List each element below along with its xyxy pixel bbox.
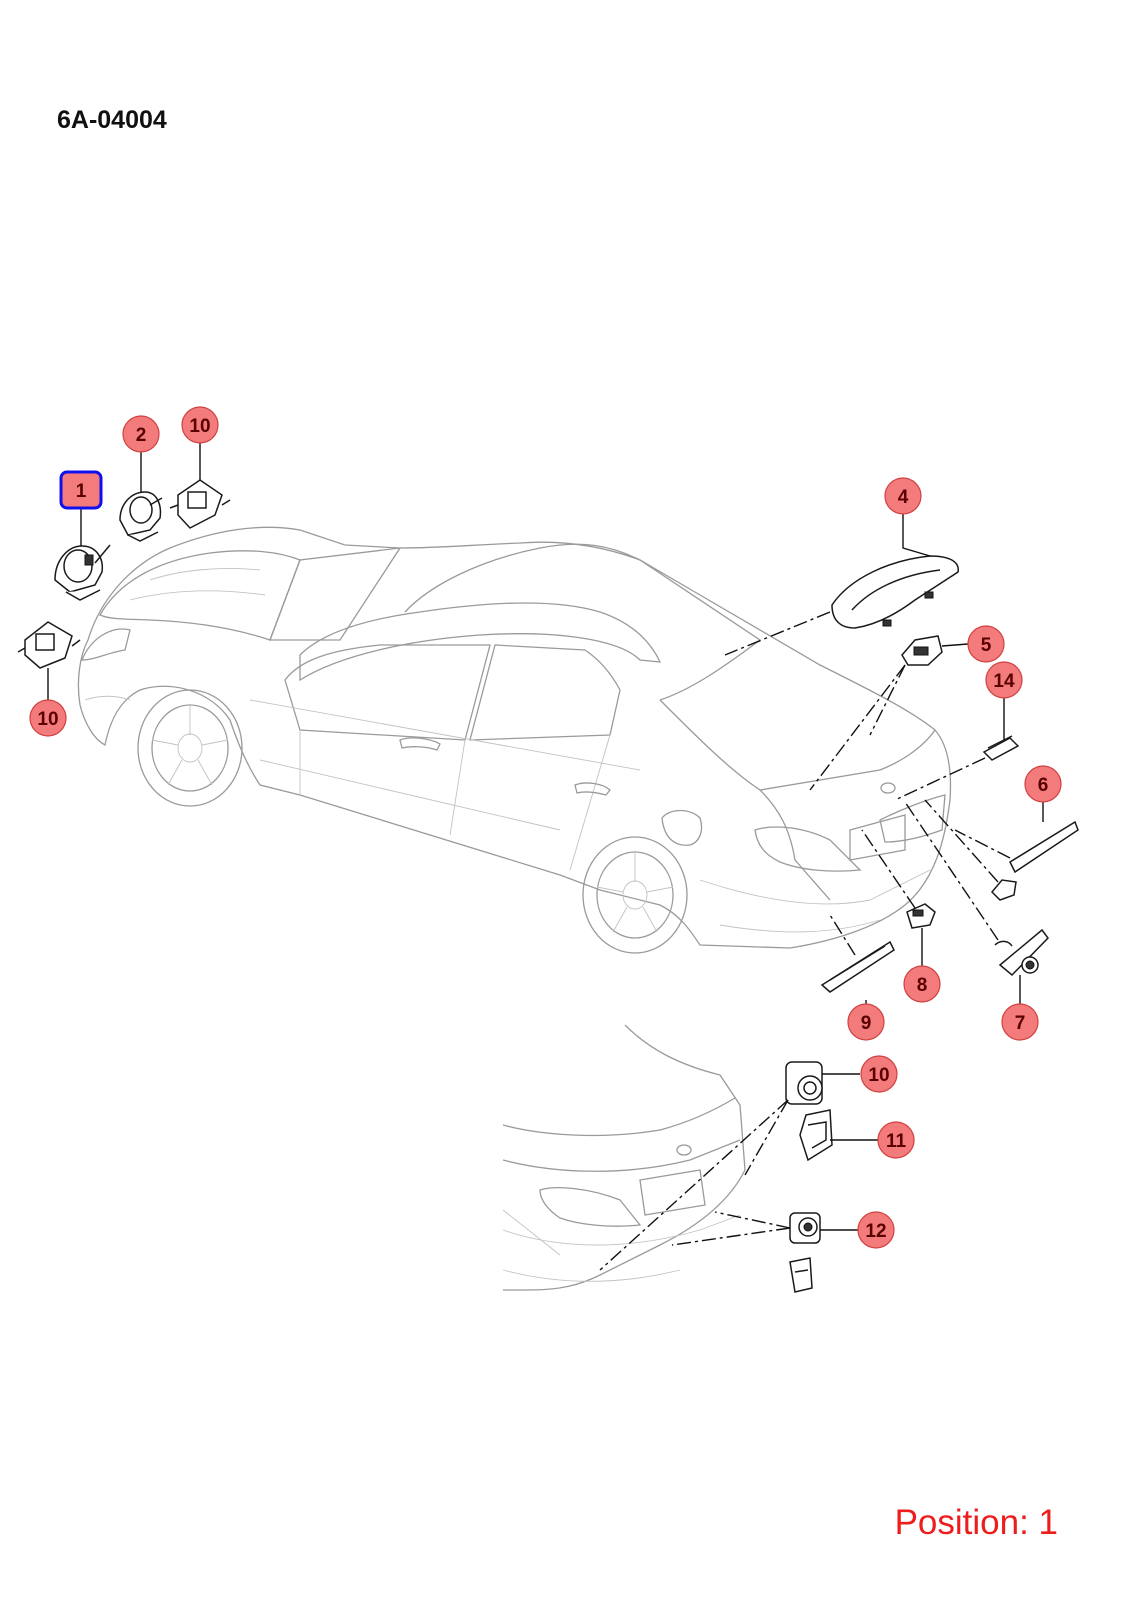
callout-circle [847,1003,885,1041]
callout-label: 8 [917,975,928,996]
callout-8[interactable]: 8 [903,965,941,1003]
part-6-reflector[interactable] [1009,820,1079,874]
callout-label: 9 [861,1013,872,1034]
callout-7[interactable]: 7 [1001,1003,1039,1041]
part-10-left[interactable] [17,621,81,669]
position-label: Position: 1 [894,1503,1058,1542]
part-5-socket[interactable] [901,635,943,666]
callout-circle [122,415,160,453]
callout-label: 2 [136,425,147,446]
part-10-top[interactable] [169,479,231,529]
part-10-parking-sensor[interactable] [785,1061,823,1105]
callout-10[interactable]: 10 [181,406,219,444]
part-bulb[interactable] [990,879,1017,901]
callout-9[interactable]: 9 [847,1003,885,1041]
callout-label: 10 [868,1065,889,1086]
callout-circle [884,477,922,515]
callout-4[interactable]: 4 [884,477,922,515]
callout-14[interactable]: 14 [985,661,1023,699]
callout-label: 7 [1015,1013,1026,1034]
part-11-bracket[interactable] [799,1109,833,1162]
callout-circle [857,1211,895,1249]
callout-10[interactable]: 10 [29,699,67,737]
callout-6[interactable]: 6 [1024,765,1062,803]
part-12-parking-sensor[interactable] [789,1212,821,1244]
rear-inset-illustration [502,1024,746,1291]
callout-label: 1 [76,481,87,502]
part-2-horn[interactable] [119,491,163,542]
callout-circle [860,1055,898,1093]
callout-11[interactable]: 11 [877,1121,915,1159]
callout-label: 12 [865,1221,886,1242]
callout-label: 10 [189,416,210,437]
car-illustration [77,526,952,954]
callout-circle [181,406,219,444]
part-14-license-lamp[interactable] [982,735,1020,761]
diagram-code: 6A-04004 [57,106,167,134]
callout-12[interactable]: 12 [857,1211,895,1249]
part-1-horn[interactable] [54,544,111,601]
callout-selected-outline [59,470,103,510]
leader-lines [47,443,1044,1231]
callout-label: 6 [1038,775,1049,796]
callout-circle [967,625,1005,663]
callout-10[interactable]: 10 [860,1055,898,1093]
callout-circle [29,699,67,737]
part-8-reverse-lamp[interactable] [906,903,936,929]
part-12-bracket[interactable] [789,1257,813,1293]
callout-label: 11 [886,1131,907,1152]
callout-label: 14 [993,671,1015,692]
callout-circle [903,965,941,1003]
callout-label: 10 [37,709,58,730]
part-4-stop-lamp[interactable] [831,555,959,629]
part-9-reflector[interactable] [820,940,895,993]
callout-label: 5 [981,635,992,656]
callout-circle [1024,765,1062,803]
callout-circle [877,1121,915,1159]
callout-1-selected[interactable]: 1 [59,470,103,510]
callout-5[interactable]: 5 [967,625,1005,663]
callout-label: 4 [898,487,909,508]
dashdot-lines [599,611,1011,1271]
callout-circle [985,661,1023,699]
callout-circle [1001,1003,1039,1041]
callout-2[interactable]: 2 [122,415,160,453]
part-7-camera[interactable] [994,928,1049,977]
